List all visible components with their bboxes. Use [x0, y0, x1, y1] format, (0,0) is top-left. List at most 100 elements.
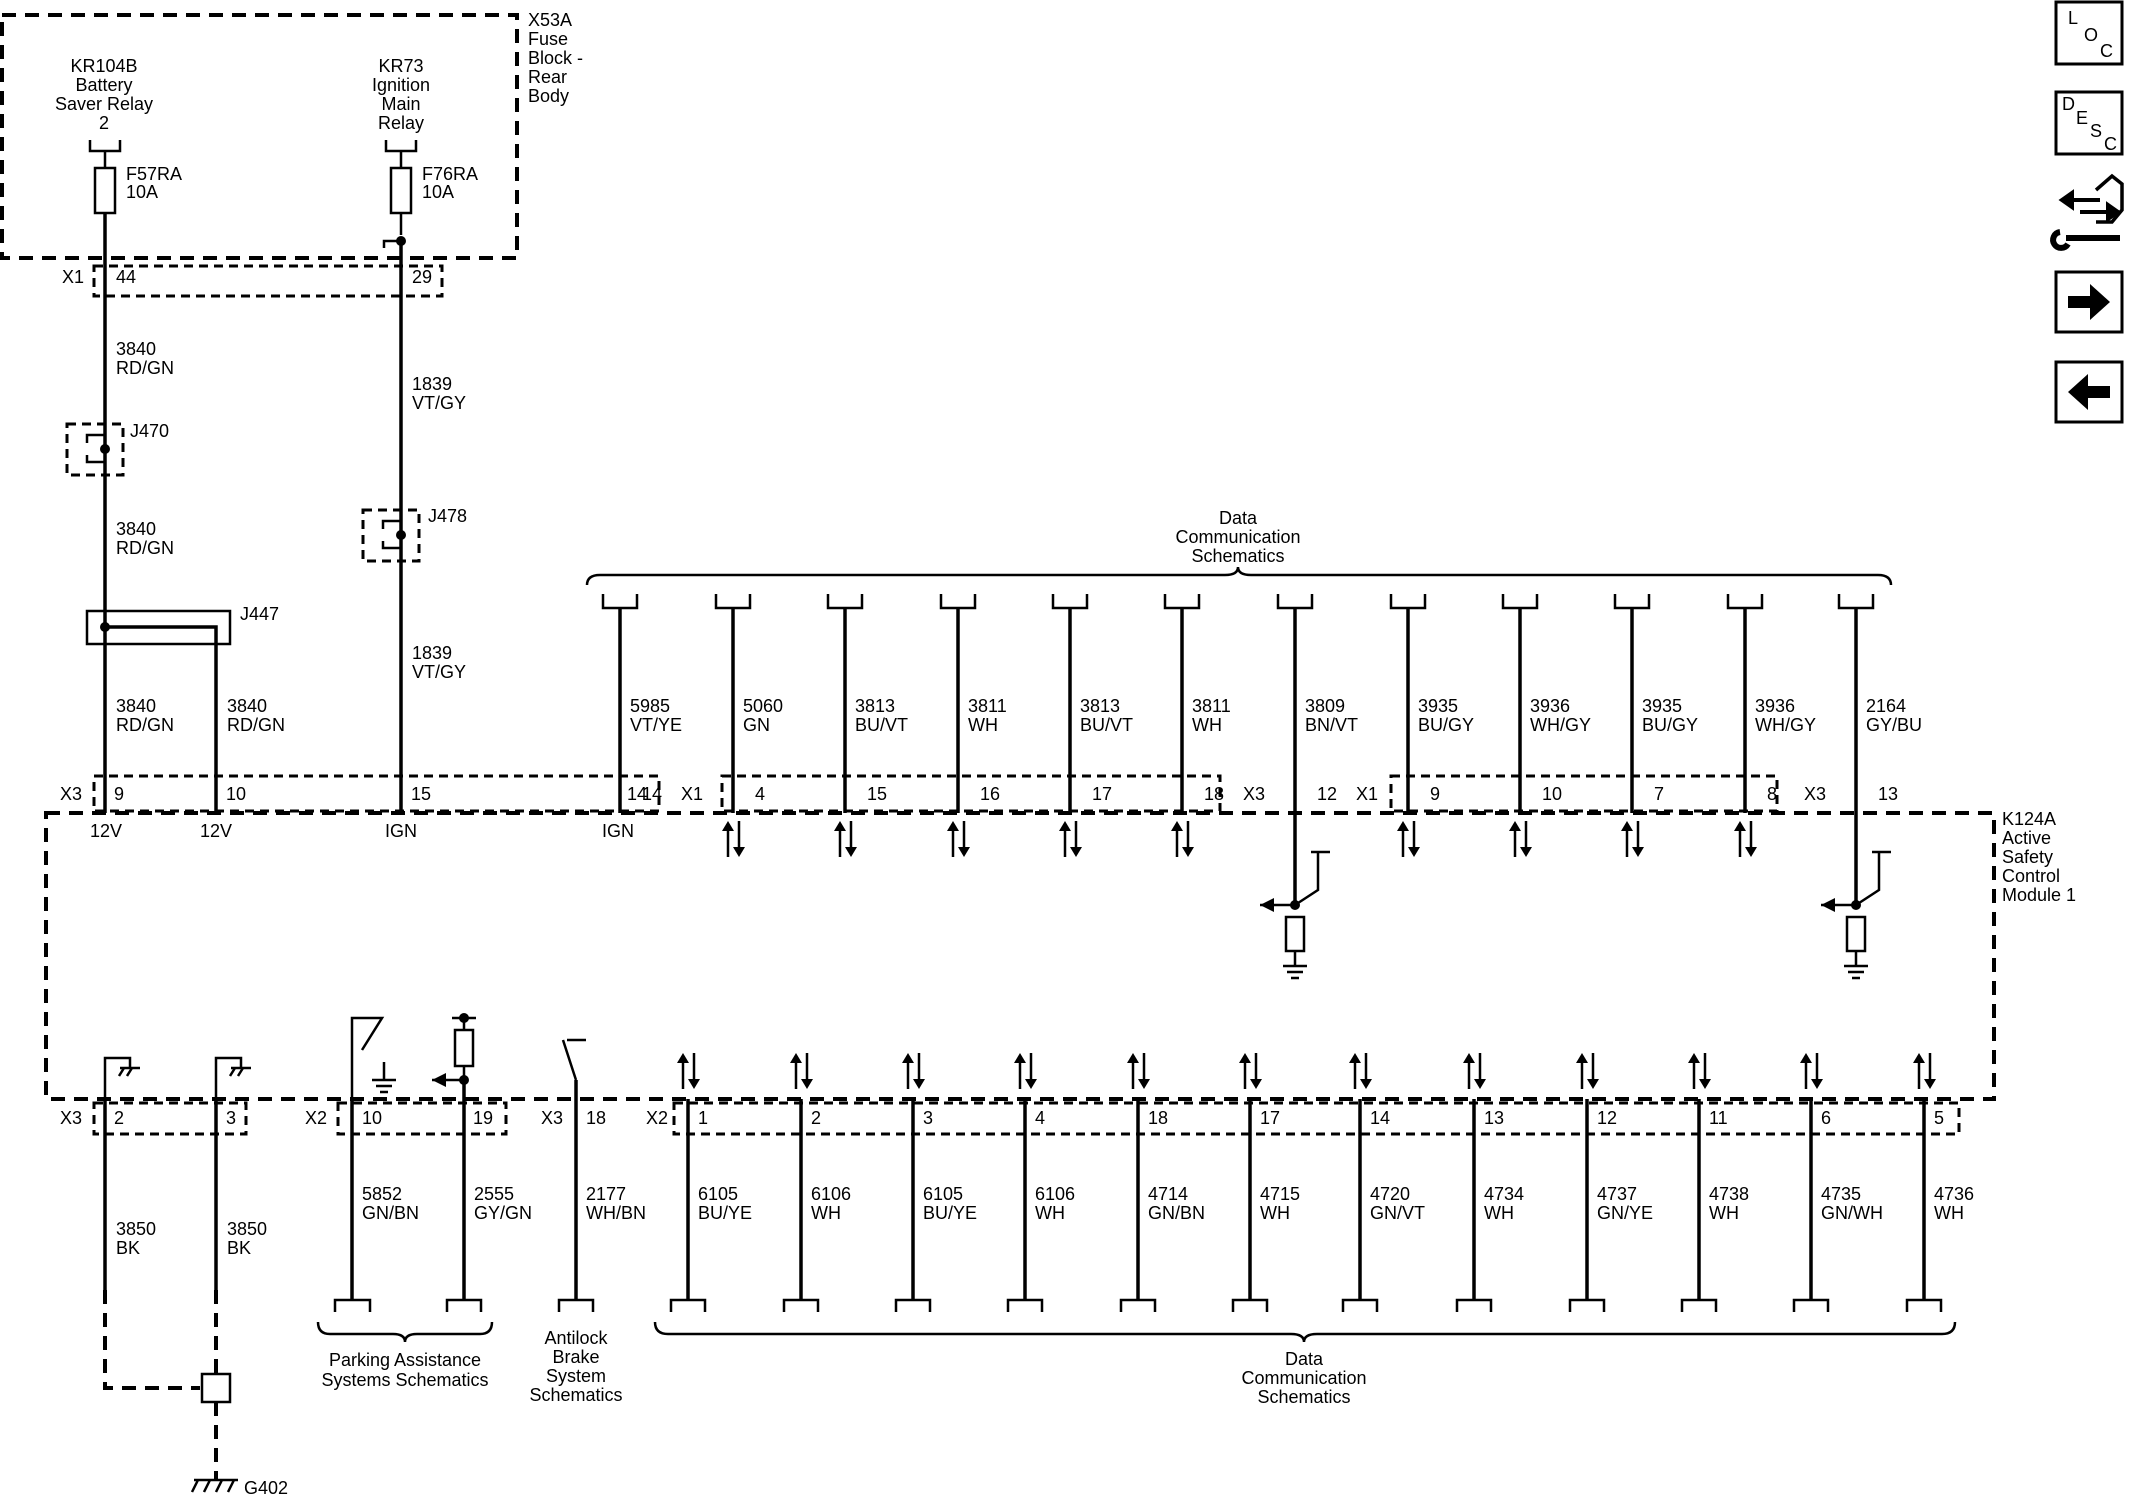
bottom-wire-color: GN/VT — [1370, 1203, 1425, 1223]
bottom-wire-bidir-arrow — [1014, 1053, 1037, 1089]
bottom-wire-bidir-arrow-down-head — [1138, 1079, 1150, 1089]
top-wire-terminal — [1501, 594, 1539, 610]
connector-x1-top-a — [720, 774, 1222, 813]
top-wire-pin: 14 — [642, 784, 662, 804]
loc-button[interactable]: L O C — [2054, 0, 2124, 66]
park-pin-19: 19 — [473, 1108, 493, 1128]
fuse-block-name-1: Fuse — [528, 29, 568, 49]
bottom-wire-pin: 3 — [923, 1108, 933, 1128]
bottom-wire-bidir-arrow-up-head — [1913, 1053, 1925, 1063]
connector-x1-top-b — [1389, 774, 1779, 813]
top-wire-terminal — [1613, 594, 1651, 610]
bottom-wire-bidir-arrow-up-head — [790, 1053, 802, 1063]
desc-button[interactable]: D E S C — [2054, 90, 2124, 156]
connector-wrench-icon[interactable] — [2050, 173, 2124, 251]
splice-j447-junction — [100, 622, 110, 632]
bottom-wire-conn: X2 — [646, 1108, 668, 1128]
bottom-wire-code: 4734 — [1484, 1184, 1524, 1204]
power-label-ign-a: IGN — [385, 821, 417, 841]
arrow-right-icon[interactable] — [2054, 270, 2124, 334]
bottom-wire-terminal — [669, 1298, 707, 1312]
relay-kr73-name-2: Main — [381, 94, 420, 114]
module-name-3: Control — [2002, 866, 2060, 886]
top-wire-bidir-arrow-down-head — [1408, 847, 1420, 857]
wire-1839-code-1: 1839 — [412, 374, 452, 394]
top-wire-bidir-arrow-up-head — [1059, 821, 1071, 831]
relay-kr73-name-3: Relay — [378, 113, 424, 133]
park-label-2: Systems Schematics — [321, 1370, 488, 1390]
bottom-wire-bidir-arrow-down-head — [1699, 1079, 1711, 1089]
relay-kr104b-pin: 2 — [99, 113, 109, 133]
abs-label-2: Brake — [552, 1347, 599, 1367]
fuse-f76ra-rating: 10A — [422, 182, 454, 202]
bottom-wire-code: 6105 — [698, 1184, 738, 1204]
module-outline — [44, 811, 1996, 1101]
connector-x3-top-a — [92, 774, 661, 813]
park-wire-a-code: 5852 — [362, 1184, 402, 1204]
top-wire-code: 3936 — [1755, 696, 1795, 716]
top-wire-bidir-arrow-down-head — [1745, 847, 1757, 857]
bottom-wire-bidir-arrow-down-head — [688, 1079, 700, 1089]
bottom-wire-bidir-arrow-down-head — [1360, 1079, 1372, 1089]
abs-label-1: Antilock — [544, 1328, 608, 1348]
top-wire-pin: 4 — [755, 784, 765, 804]
bottom-wire-terminal — [1568, 1298, 1606, 1312]
desc-letter-s: S — [2090, 121, 2102, 141]
top-bus-label-1: Data — [1219, 508, 1258, 528]
bottom-wire-bidir-arrow-up-head — [1127, 1053, 1139, 1063]
top-wire-pin: 8 — [1767, 784, 1777, 804]
parking-assist-circuits: X2 10 19 5852 GN/BN 2555 GY/GN Parking A… — [305, 1013, 532, 1390]
splice-j470-id: J470 — [130, 421, 169, 441]
bottom-wire-code: 6105 — [923, 1184, 963, 1204]
fuse-block-name-3: Rear — [528, 67, 567, 87]
ground-g402-symbol — [190, 1478, 238, 1493]
desc-letter-c: C — [2104, 134, 2117, 154]
top-bus-label-3: Schematics — [1191, 546, 1284, 566]
fuse-block-outline — [0, 13, 519, 260]
top-wire-pin: 12 — [1317, 784, 1337, 804]
bottom-wire-bidir-arrow-up-head — [1349, 1053, 1361, 1063]
top-wire-terminal — [939, 594, 977, 610]
top-wire-color: BU/GY — [1418, 715, 1474, 735]
ground-pin-3: 3 — [226, 1108, 236, 1128]
top-wire-conn: X1 — [681, 784, 703, 804]
top-wire-bidir-arrow-up-head — [1171, 821, 1183, 831]
relay-kr104b-id: KR104B — [70, 56, 137, 76]
bottom-wire-pin: 1 — [698, 1108, 708, 1128]
fuse-f76ra-pass-through — [382, 213, 403, 248]
connector-x1-label: X1 — [62, 267, 84, 287]
abs-circuit: X3 18 2177 WH/BN Antilock Brake System S… — [529, 1038, 646, 1405]
bottom-wire-pin: 2 — [811, 1108, 821, 1128]
bottom-bus-label-3: Schematics — [1257, 1387, 1350, 1407]
bottom-bus-label-2: Communication — [1241, 1368, 1366, 1388]
ground-circuits: G402 X3 2 3 3850 BK 3850 BK — [60, 1056, 288, 1498]
power-label-ign-b: IGN — [602, 821, 634, 841]
arrow-left-icon[interactable] — [2054, 360, 2124, 424]
fuse-f57ra-rating: 10A — [126, 182, 158, 202]
power-conn-x3: X3 — [60, 784, 82, 804]
module-name-2: Safety — [2002, 847, 2053, 867]
park-label-1: Parking Assistance — [329, 1350, 481, 1370]
wire-3840-color-3: RD/GN — [116, 715, 174, 735]
top-wire-bidir-arrow-down-head — [1632, 847, 1644, 857]
top-wire-code: 3813 — [855, 696, 895, 716]
top-wire-bidir-arrow — [1171, 821, 1194, 857]
bottom-wire-bidir-arrow — [1239, 1053, 1262, 1089]
power-label-12v-b: 12V — [200, 821, 232, 841]
bottom-wire-color: GN/WH — [1821, 1203, 1883, 1223]
top-wire-terminal — [1726, 594, 1764, 610]
bottom-bus-brace — [653, 1321, 1957, 1343]
bottom-wire-color: BU/YE — [698, 1203, 752, 1223]
relay-kr104b-terminal — [88, 140, 122, 168]
bottom-wire-code: 4714 — [1148, 1184, 1188, 1204]
bottom-wire-bidir-arrow — [1576, 1053, 1599, 1089]
bottom-wire-bidir-arrow-down-head — [1250, 1079, 1262, 1089]
bottom-wire-terminal — [1680, 1298, 1718, 1312]
